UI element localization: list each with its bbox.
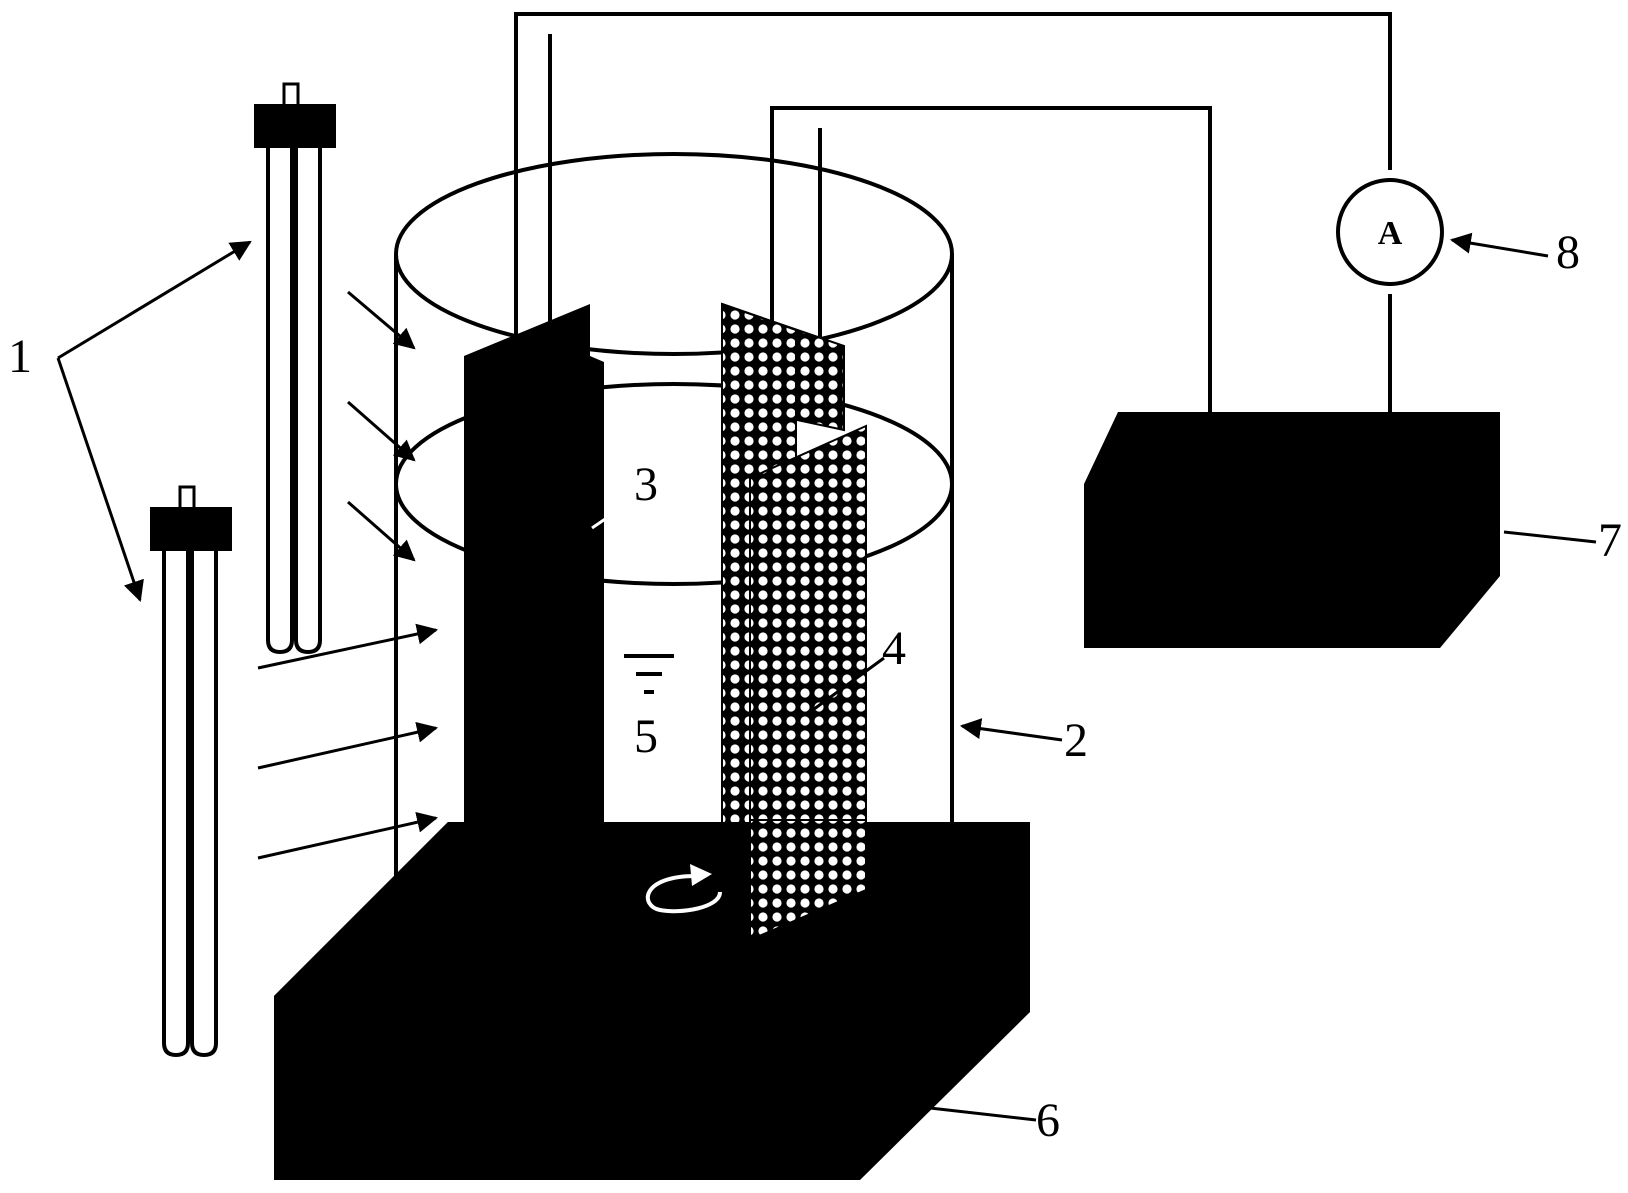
label-4: 4: [882, 622, 906, 675]
liquid-level-symbol: [624, 654, 674, 694]
label-6: 6: [1036, 1094, 1060, 1147]
label-8-leader: [1449, 232, 1549, 258]
uv-lamp-upper: [254, 82, 336, 655]
label-7-leader: [1503, 530, 1597, 544]
label-7: 7: [1598, 514, 1622, 567]
label-1-leaders: [56, 240, 252, 602]
mesh-cathode: [721, 302, 867, 942]
liquid-surface: [394, 382, 954, 586]
uv-lamp-lower: [150, 485, 232, 1058]
label-4-leader: [809, 656, 885, 714]
mesh-cathode-front: [749, 819, 867, 942]
label-1: 1: [8, 330, 32, 383]
label-2-leader: [959, 718, 1063, 742]
label-8: 8: [1556, 226, 1580, 279]
reactor-vessel: [394, 152, 954, 880]
label-5: 5: [634, 710, 658, 763]
power-supply: [1084, 412, 1500, 648]
anode-plate: [464, 304, 604, 830]
label-2: 2: [1064, 714, 1088, 767]
ammeter-symbol: A: [1378, 215, 1403, 252]
magnetic-stirrer: [274, 822, 1030, 1180]
stir-rotation-arrow: [645, 874, 722, 914]
ammeter: [1336, 170, 1444, 294]
label-6-leader: [929, 1106, 1037, 1122]
label-3-leader: [591, 496, 637, 530]
label-3: 3: [634, 458, 658, 511]
stir-rotation-arrowhead: [690, 864, 712, 886]
light-ray-arrows: [257, 290, 439, 860]
